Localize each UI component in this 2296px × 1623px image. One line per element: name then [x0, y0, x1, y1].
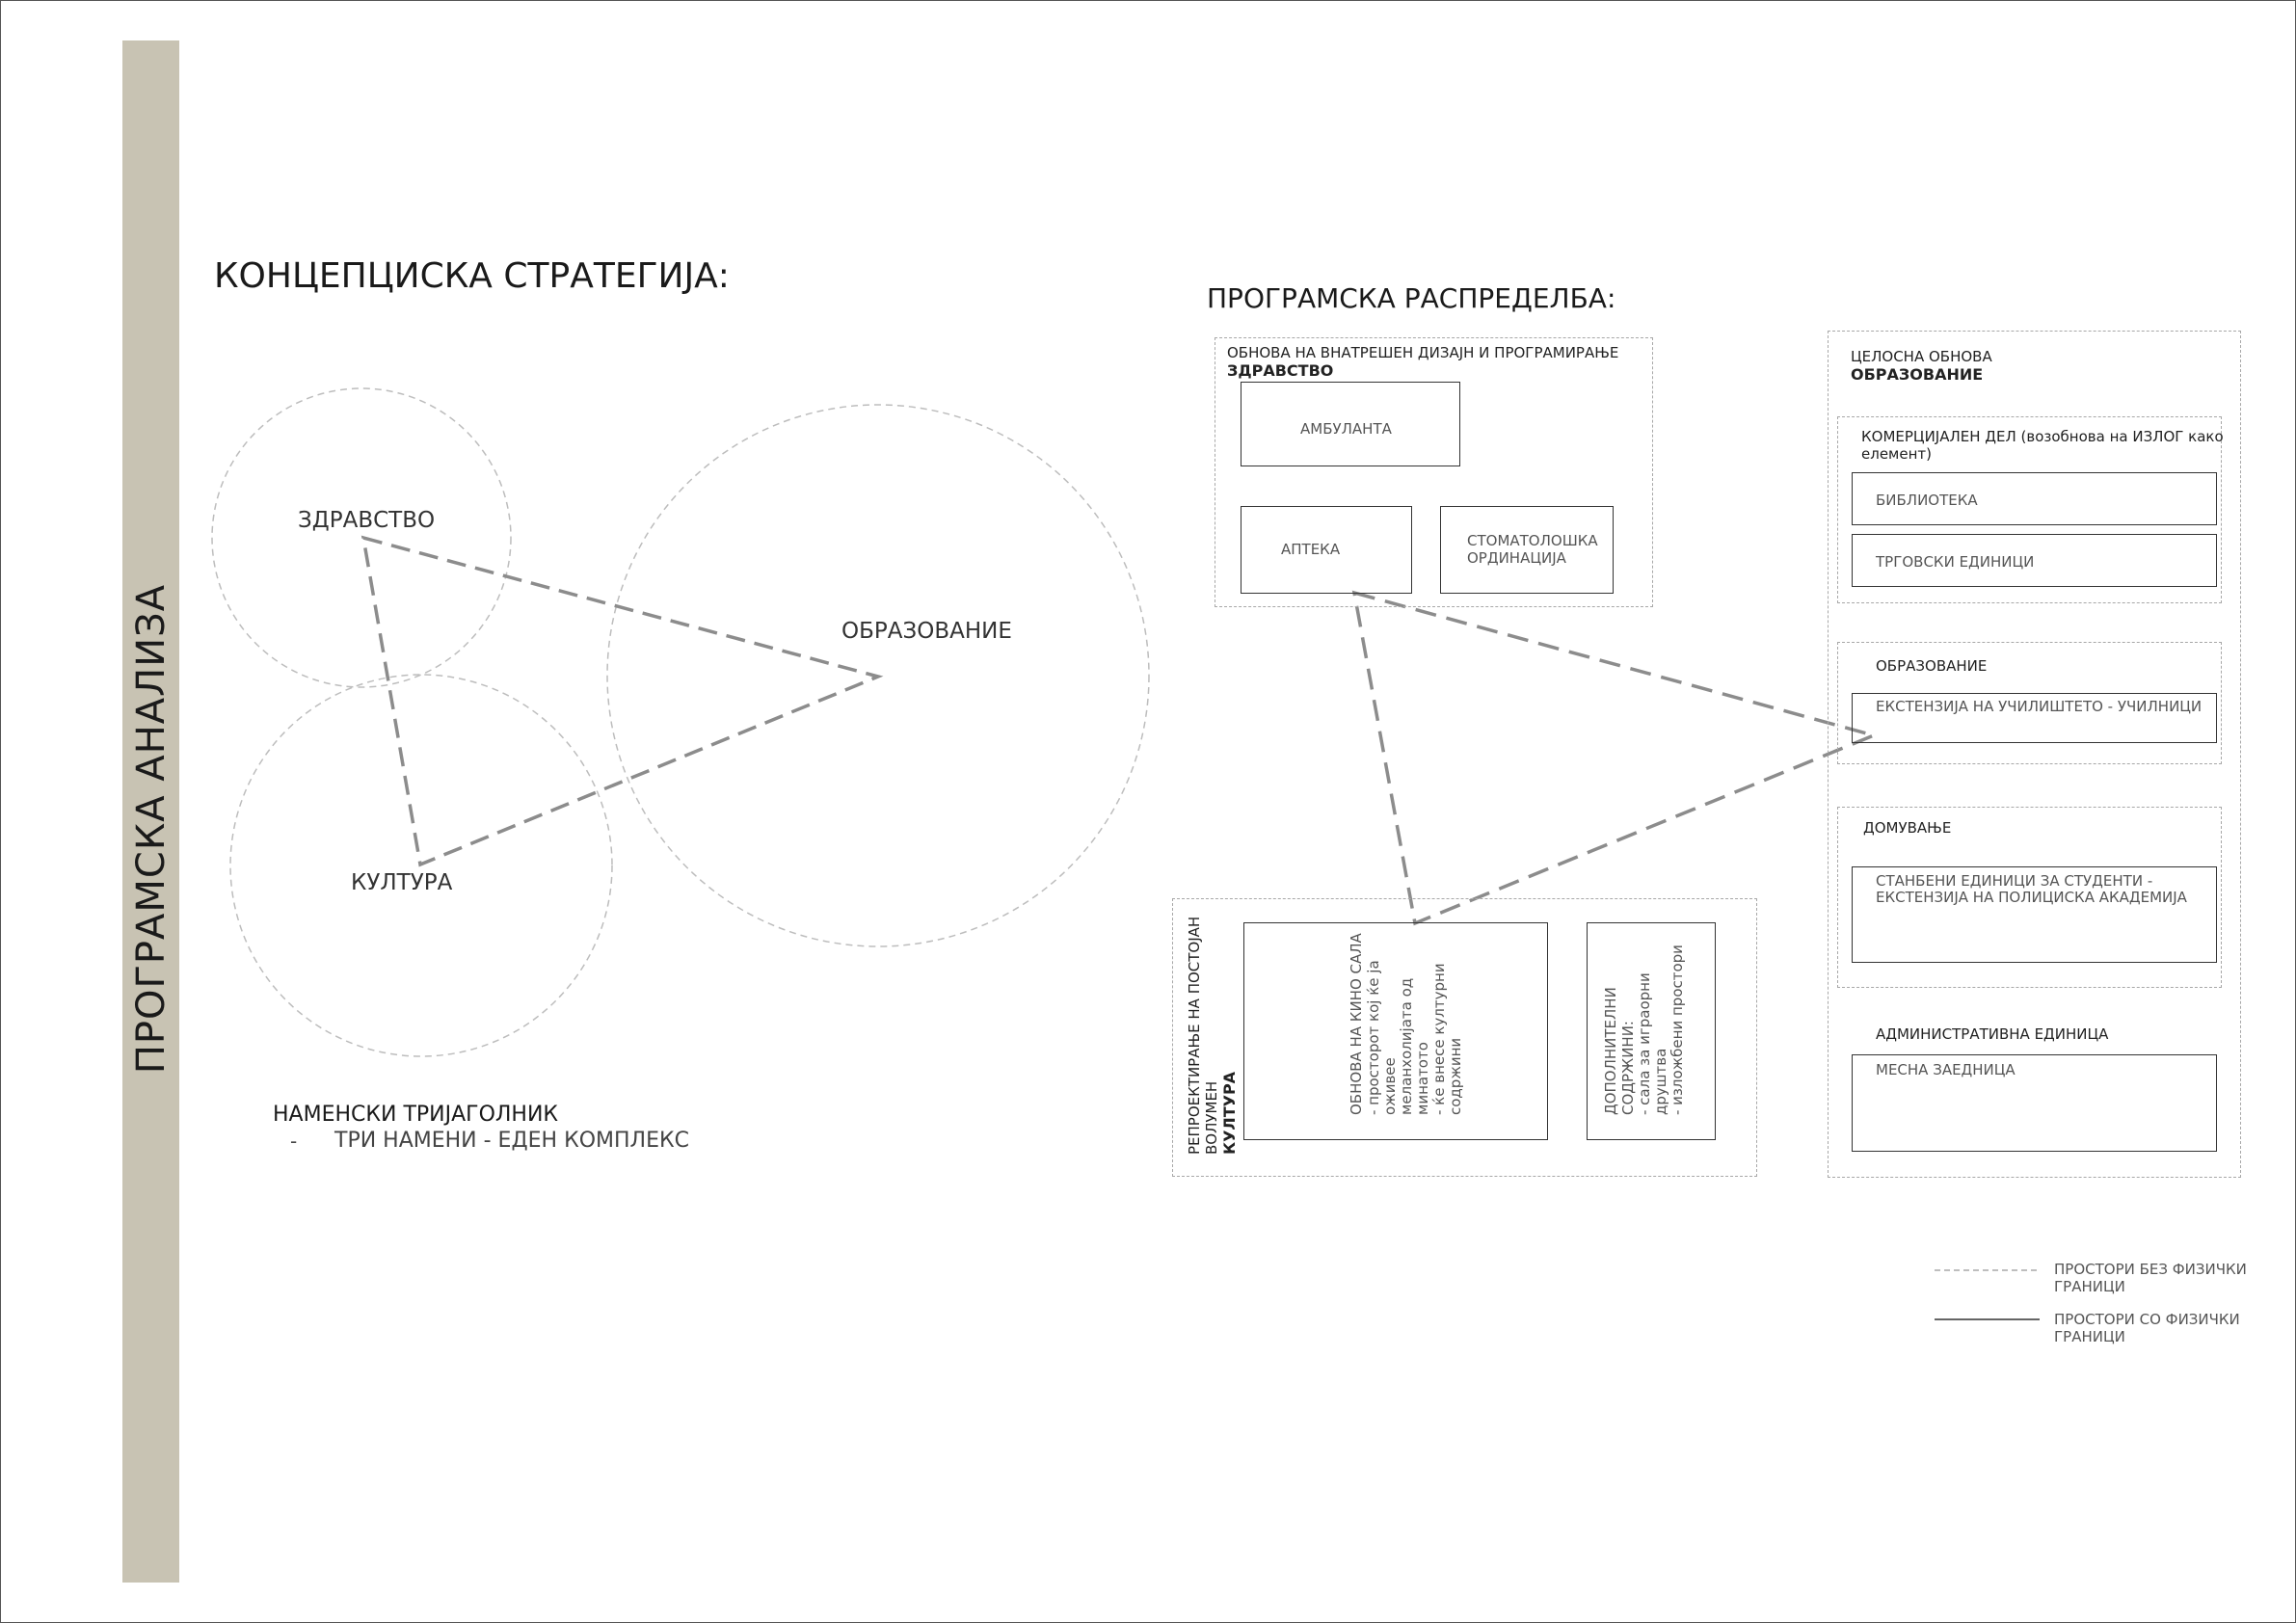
cinema-line: минатото	[1414, 1042, 1431, 1115]
cinema-box	[1243, 922, 1548, 1140]
dental-label-1: СТОМАТОЛОШКА	[1467, 532, 1598, 549]
extra-line: - изложбени простори	[1669, 945, 1686, 1115]
school-ext-label: ЕКСТЕНЗИЈА НА УЧИЛИШТЕТО - УЧИЛНИЦИ	[1876, 698, 2203, 715]
education-subgroup	[1837, 642, 2222, 764]
ambulance-label: АМБУЛАНТА	[1300, 420, 1392, 438]
health-subtitle: ОБНОВА НА ВНАТРЕШЕН ДИЗАЈН И ПРОГРАМИРАЊ…	[1227, 344, 1619, 361]
housing-group	[1837, 807, 2222, 988]
extra-box	[1587, 922, 1716, 1140]
culture-circle	[229, 674, 613, 1057]
pharmacy-label: АПТЕКА	[1281, 541, 1341, 558]
education-circle	[606, 404, 1150, 947]
extra-line: друштва	[1652, 1048, 1669, 1115]
culture-title: КУЛТУРА	[1220, 1071, 1239, 1155]
education-title: ОБРАЗОВАНИЕ	[1851, 365, 1984, 384]
housing-box	[1852, 866, 2217, 963]
commercial-group	[1837, 416, 2222, 603]
commercial-label-1: КОМЕРЦИЈАЛЕН ДЕЛ (возобнова на ИЗЛОГ как…	[1861, 428, 2224, 445]
admin-label: АДМИНИСТРАТИВНА ЕДИНИЦА	[1876, 1025, 2109, 1043]
legend-dashed-text-1: ПРОСТОРИ БЕЗ ФИЗИЧКИ	[2054, 1261, 2247, 1278]
ambulance-box	[1241, 382, 1460, 466]
pharmacy-box	[1241, 506, 1412, 594]
health-group	[1215, 337, 1653, 607]
legend-solid-text-1: ПРОСТОРИ СО ФИЗИЧКИ	[2054, 1311, 2240, 1328]
school-ext-box	[1852, 693, 2217, 743]
cinema-line: ОБНОВА НА КИНО САЛА	[1348, 933, 1365, 1115]
housing-text-1: СТАНБЕНИ ЕДИНИЦИ ЗА СТУДЕНТИ -	[1876, 872, 2153, 890]
concept-triangle	[360, 535, 884, 867]
commercial-label-2: елемент)	[1861, 445, 1932, 463]
health-circle	[211, 387, 512, 688]
extra-line: - сала за играорни	[1636, 972, 1653, 1115]
concept-title: КОНЦЕПЦИСКА СТРАТЕГИЈА:	[214, 256, 730, 296]
culture-group	[1172, 898, 1757, 1177]
cinema-line: содржини	[1447, 1037, 1464, 1115]
dental-label-2: ОРДИНАЦИЈА	[1467, 549, 1566, 567]
dental-box	[1440, 506, 1614, 594]
legend-dashed-text-2: ГРАНИЦИ	[2054, 1278, 2125, 1295]
program-triangle	[1351, 590, 1880, 926]
triangle-title: НАМЕНСКИ ТРИЈАГОЛНИК	[273, 1103, 559, 1127]
housing-label: ДОМУВАЊЕ	[1863, 819, 1952, 837]
cinema-line: - просторот кој ќе ја	[1365, 960, 1382, 1115]
library-box	[1852, 472, 2217, 525]
circle-label-health: ЗДРАВСТВО	[298, 508, 436, 533]
shops-label: ТРГОВСКИ ЕДИНИЦИ	[1876, 553, 2035, 571]
program-title: ПРОГРАМСКА РАСПРЕДЕЛБА:	[1207, 282, 1616, 314]
extra-line: СОДРЖИНИ:	[1619, 1021, 1637, 1115]
culture-subtitle-2: ВОЛУМЕН	[1203, 1080, 1220, 1155]
community-label: МЕСНА ЗАЕДНИЦА	[1876, 1061, 2016, 1078]
culture-subtitle-1: РЕПРОЕКТИРАЊЕ НА ПОСТОЈАН	[1186, 916, 1203, 1155]
education-sub-label: ОБРАЗОВАНИЕ	[1876, 657, 1988, 675]
education-subtitle: ЦЕЛОСНА ОБНОВА	[1851, 348, 1992, 365]
shops-box	[1852, 534, 2217, 587]
cinema-line: оживее	[1381, 1057, 1399, 1115]
legend-solid-text-2: ГРАНИЦИ	[2054, 1328, 2125, 1345]
triangle-bullet: -	[290, 1130, 298, 1153]
health-title: ЗДРАВСТВО	[1227, 361, 1334, 380]
cinema-line: меланхолијата од	[1398, 977, 1415, 1115]
circle-label-culture: КУЛТУРА	[351, 870, 453, 895]
admin-box	[1852, 1054, 2217, 1152]
library-label: БИБЛИОТЕКА	[1876, 492, 1978, 509]
triangle-text: ТРИ НАМЕНИ - ЕДЕН КОМПЛЕКС	[334, 1129, 689, 1153]
housing-text-2: ЕКСТЕНЗИЈА НА ПОЛИЦИСКА АКАДЕМИЈА	[1876, 889, 2187, 906]
education-group	[1828, 331, 2241, 1178]
side-bar	[122, 40, 179, 1583]
extra-line: ДОПОЛНИТЕЛНИ	[1602, 987, 1619, 1115]
circle-label-education: ОБРАЗОВАНИЕ	[841, 619, 1012, 644]
cinema-line: - ќе внесе културни	[1430, 963, 1448, 1115]
